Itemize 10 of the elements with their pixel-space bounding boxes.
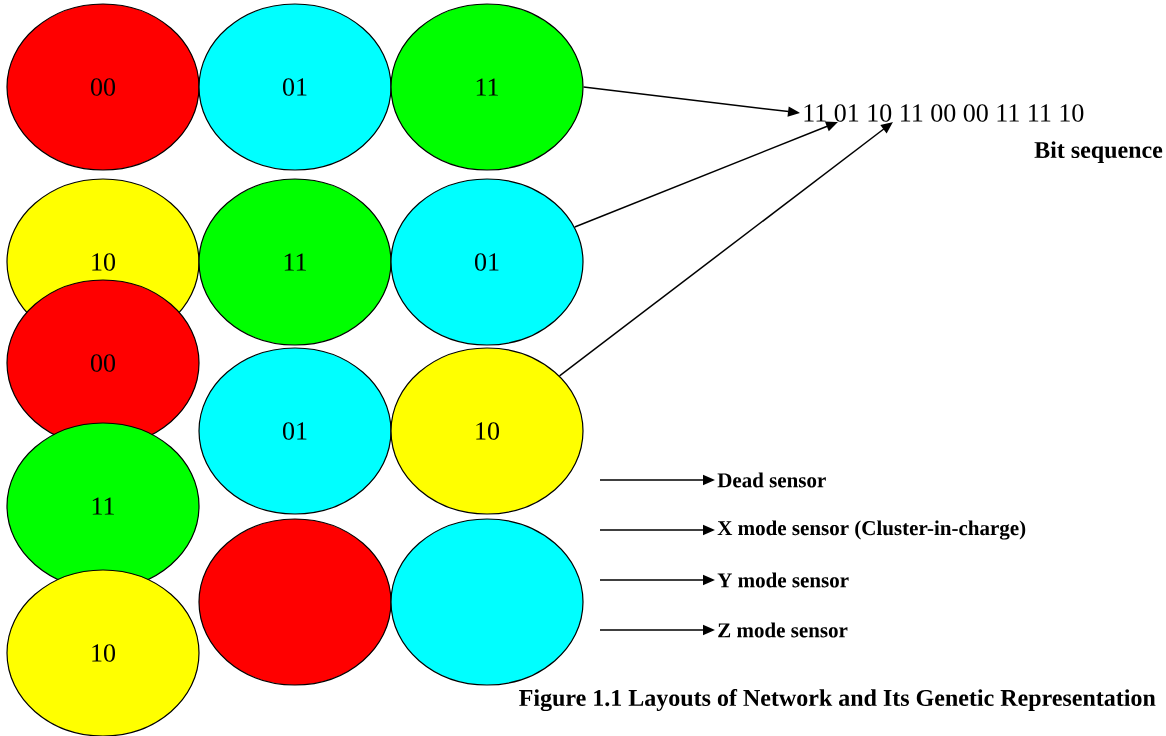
legend-text: Dead sensor (717, 472, 826, 488)
legend-text: X mode sensor (Cluster-in-charge) (717, 520, 1026, 540)
figure-caption: Figure 1.1 Layouts of Network and Its Genetic Representation (519, 688, 1156, 712)
bit-sequence-label: Bit sequence (1034, 141, 1163, 163)
sensor-ellipse (198, 518, 392, 686)
legend-text: Y mode sensor (717, 572, 849, 588)
legend-text: Z mode sensor (718, 622, 848, 638)
bit-sequence: 11 01 10 11 00 00 11 11 10 (804, 104, 1084, 122)
sensor-ellipse (390, 518, 584, 686)
arrow (558, 122, 893, 377)
